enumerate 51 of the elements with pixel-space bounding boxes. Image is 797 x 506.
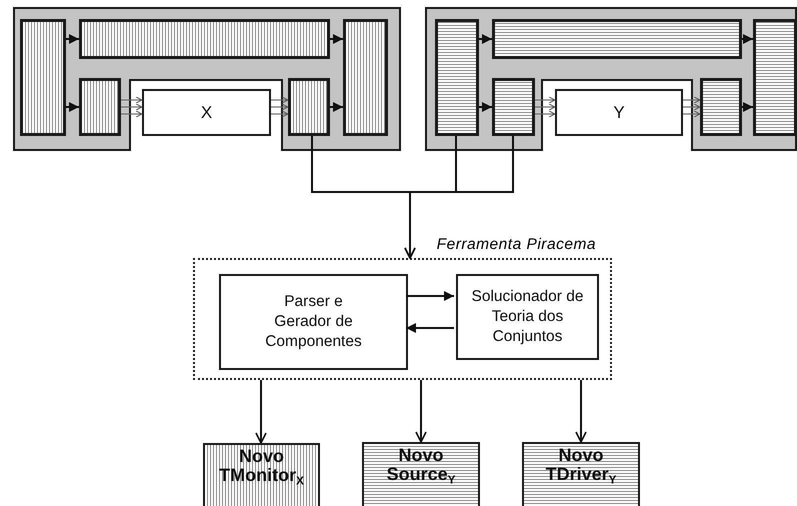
component-box: [142, 89, 271, 136]
box-label: X: [200, 101, 214, 124]
arrow: [120, 104, 142, 110]
component-box: [456, 274, 599, 360]
arrow: [406, 323, 454, 333]
component-box: [20, 19, 66, 136]
component-box: [79, 78, 121, 136]
component-box: [288, 78, 330, 136]
box-label: Novo TDriver$_{Y}$: [544, 446, 618, 487]
arrow: [120, 96, 142, 104]
arrow: [120, 110, 142, 118]
arrow: [255, 380, 267, 444]
box-label: Solucionador de Teoria dos Conjuntos: [470, 286, 585, 348]
box-label: Novo Source$_{Y}$: [386, 446, 456, 487]
box-label: Novo TMonitor$_{X}$: [218, 447, 305, 488]
component-box: [492, 19, 742, 59]
component-box: [435, 19, 479, 136]
arrow: [479, 102, 492, 112]
arrow: [682, 96, 700, 104]
component-box: [555, 89, 683, 136]
component-box: [79, 19, 330, 59]
arrow: [682, 104, 700, 110]
tool-title: Ferramenta Piracema: [436, 236, 596, 254]
arrow: [575, 380, 587, 443]
arrow: [415, 380, 427, 443]
component-box: [753, 19, 797, 136]
arrow: [330, 34, 343, 44]
arrow: [742, 34, 753, 44]
component-box: [700, 78, 742, 136]
arrow: [270, 96, 288, 104]
component-box: [343, 19, 388, 136]
component-box: [362, 442, 480, 506]
arrow: [742, 102, 753, 112]
arrow: [66, 34, 79, 44]
arrow: [479, 34, 492, 44]
arrow: [534, 104, 556, 110]
arrow: [330, 102, 343, 112]
arrow: [534, 96, 556, 104]
arrow: [682, 110, 700, 118]
arrow: [270, 110, 288, 118]
component-box: [219, 274, 408, 370]
arrow: [534, 110, 556, 118]
box-label: Parser e Gerador de Componentes: [264, 292, 363, 352]
arrow: [270, 104, 288, 110]
component-box: [492, 78, 535, 136]
arrow: [404, 136, 514, 259]
box-label: Y: [612, 101, 626, 124]
arrow: [66, 102, 79, 112]
arrow: [406, 291, 454, 301]
component-box: [522, 442, 640, 506]
component-box: [203, 443, 320, 506]
